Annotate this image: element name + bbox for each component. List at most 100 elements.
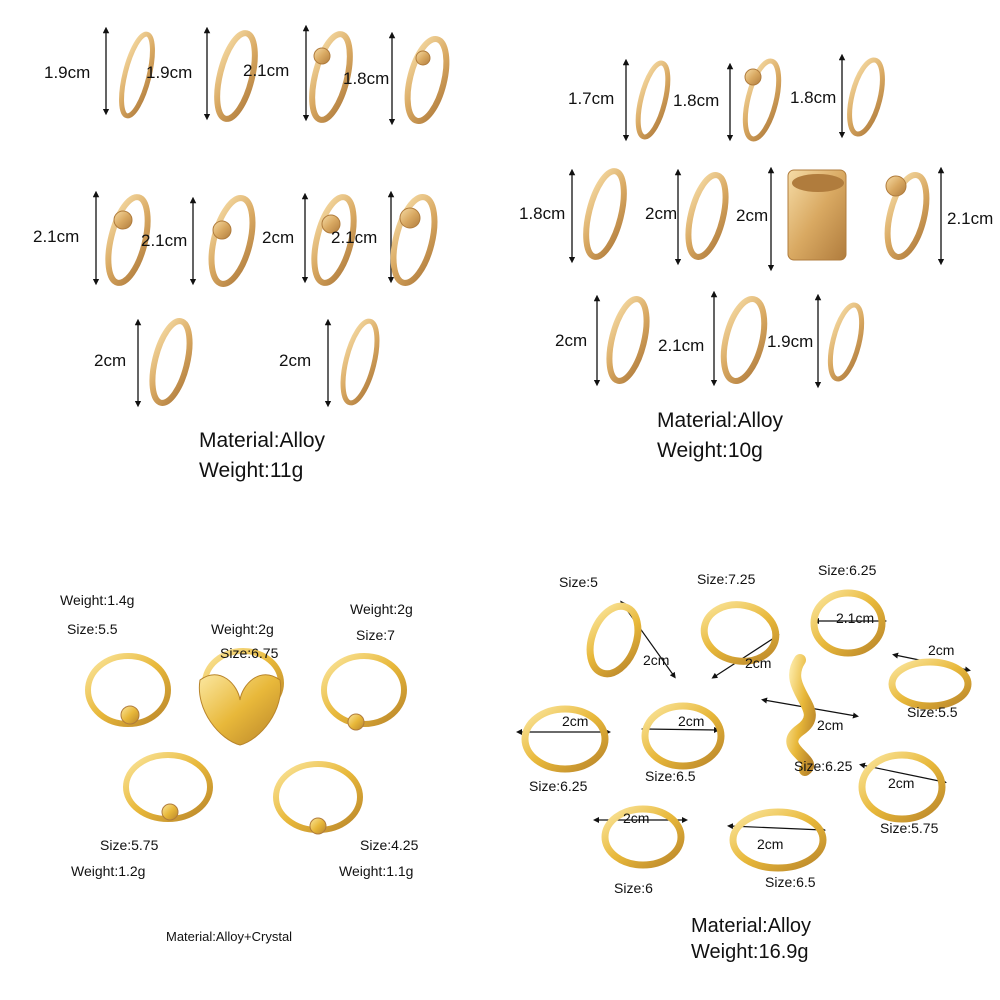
- ring-21: [321, 653, 407, 727]
- q2-size-label-10: 1.9cm: [767, 332, 814, 351]
- q4-size-label-7: Size:6.25: [794, 758, 853, 774]
- ring-2: [309, 31, 353, 123]
- q1-size-label-6: 2.1cm: [141, 231, 188, 250]
- dimension-arrow-d1: [711, 634, 780, 679]
- ring-charm-1: [415, 50, 431, 66]
- dimension-arrow-d5: [641, 726, 720, 733]
- q2-material: Material:Alloy: [657, 409, 784, 432]
- q4-dim-label-4: 2cm: [928, 642, 955, 658]
- ring-27: [888, 658, 972, 710]
- q1-size-label-1: 1.9cm: [44, 63, 91, 82]
- q2-size-label-2: 1.8cm: [673, 91, 720, 110]
- q3-label-weight-4: Weight:1.2g: [71, 863, 146, 879]
- ring-16: [606, 296, 650, 384]
- q4-size-label-5: Size:6.25: [529, 778, 588, 794]
- ring-charm-2: [212, 220, 232, 240]
- q4-dim-label-8: 2cm: [888, 775, 915, 791]
- q4-size-label-1: Size:5: [559, 574, 598, 590]
- q2-size-label-1: 1.7cm: [568, 89, 615, 108]
- ring-6: [311, 194, 357, 286]
- ring-32: [729, 808, 827, 872]
- snake-ring: [786, 654, 816, 776]
- q2-size-label-9: 2.1cm: [658, 336, 705, 355]
- ring-31: [601, 805, 685, 869]
- ring-4: [105, 194, 151, 286]
- dimension-arrow-d0: [620, 600, 676, 679]
- q1-size-label-3: 2.1cm: [243, 61, 290, 80]
- q4-size-label-6: Size:6.5: [645, 768, 696, 784]
- ring-charm-0: [313, 47, 331, 65]
- q4-dim-label-3: 2.1cm: [836, 610, 875, 626]
- q3-label-size-3: Size:7: [356, 627, 395, 643]
- wide-band-ring: [787, 169, 847, 261]
- q3-label-size-2: Size:6.75: [220, 645, 279, 661]
- ring-7: [390, 194, 438, 286]
- wide-band-ring-opening: [792, 174, 844, 192]
- q3-label-weight-5: Weight:1.1g: [339, 863, 414, 879]
- q1-size-label-7: 2cm: [262, 228, 295, 247]
- q1-size-label-5: 2.1cm: [33, 227, 80, 246]
- q2-size-label-3: 1.8cm: [790, 88, 837, 107]
- q3-material: Material:Alloy+Crystal: [166, 929, 293, 944]
- q4-dim-label-7: 2cm: [817, 717, 844, 733]
- q4-size-label-10: Size:6.5: [765, 874, 816, 890]
- ring-5: [208, 195, 256, 287]
- q3-label-size-5: Size:4.25: [360, 837, 419, 853]
- ring-13: [583, 168, 627, 260]
- q1-size-label-2: 1.9cm: [146, 63, 193, 82]
- ring-11: [742, 58, 782, 142]
- q1-size-label-4: 1.8cm: [343, 69, 390, 88]
- ring-10: [635, 60, 671, 140]
- ring-charm-4: [399, 207, 421, 229]
- q3-label-weight-3: Weight:2g: [350, 601, 413, 617]
- ring-charm-6: [744, 68, 762, 86]
- ring-25: [700, 601, 780, 665]
- q2-size-label-6: 2cm: [736, 206, 769, 225]
- ring-30: [858, 751, 946, 823]
- q3-label-size-1: Size:5.5: [67, 621, 118, 637]
- ring-0: [119, 31, 155, 119]
- q2-size-label-4: 1.8cm: [519, 204, 566, 223]
- ring-15: [884, 172, 930, 260]
- q4-size-label-3: Size:6.25: [818, 562, 877, 578]
- ring-charm-5: [113, 210, 133, 230]
- dimension-arrow-d7: [859, 762, 947, 785]
- ring-charm-9: [347, 713, 365, 731]
- q4-dim-label-5: 2cm: [562, 713, 589, 729]
- q1-weight: Weight:11g: [199, 459, 304, 482]
- q1-size-label-8: 2.1cm: [331, 228, 378, 247]
- ring-charm-7: [885, 175, 907, 197]
- q4-dim-label-9: 2cm: [623, 810, 650, 826]
- q1-size-label-9: 2cm: [94, 351, 127, 370]
- q3-label-weight-1: Weight:1.4g: [60, 592, 135, 608]
- ring-12: [847, 57, 885, 137]
- q1-material: Material:Alloy: [199, 429, 326, 452]
- ring-17: [720, 296, 768, 384]
- butterfly-charm: [198, 674, 282, 746]
- q4-dim-label-6: 2cm: [678, 713, 705, 729]
- q2-size-label-5: 2cm: [645, 204, 678, 223]
- q4-size-label-9: Size:6: [614, 880, 653, 896]
- q2-size-label-7: 2.1cm: [947, 209, 994, 228]
- ring-3: [404, 36, 450, 124]
- q2-size-label-8: 2cm: [555, 331, 588, 350]
- q4-dim-label-1: 2cm: [643, 652, 670, 668]
- ring-charm-8: [120, 705, 140, 725]
- ring-29: [641, 702, 725, 770]
- q3-label-size-4: Size:5.75: [100, 837, 159, 853]
- q4-size-label-8: Size:5.75: [880, 820, 939, 836]
- q3-label-weight-2: Weight:2g: [211, 621, 274, 637]
- ring-9: [340, 318, 380, 406]
- q2-weight: Weight:10g: [657, 439, 763, 462]
- q4-size-label-4: Size:5.5: [907, 704, 958, 720]
- ring-8: [149, 318, 193, 406]
- q4-dim-label-10: 2cm: [757, 836, 784, 852]
- q4-material: Material:Alloy: [691, 915, 812, 937]
- ring-28: [521, 705, 609, 773]
- ring-charm-11: [309, 817, 327, 835]
- ring-26: [810, 589, 886, 657]
- q1-size-label-10: 2cm: [279, 351, 312, 370]
- q4-weight: Weight:16.9g: [691, 941, 809, 963]
